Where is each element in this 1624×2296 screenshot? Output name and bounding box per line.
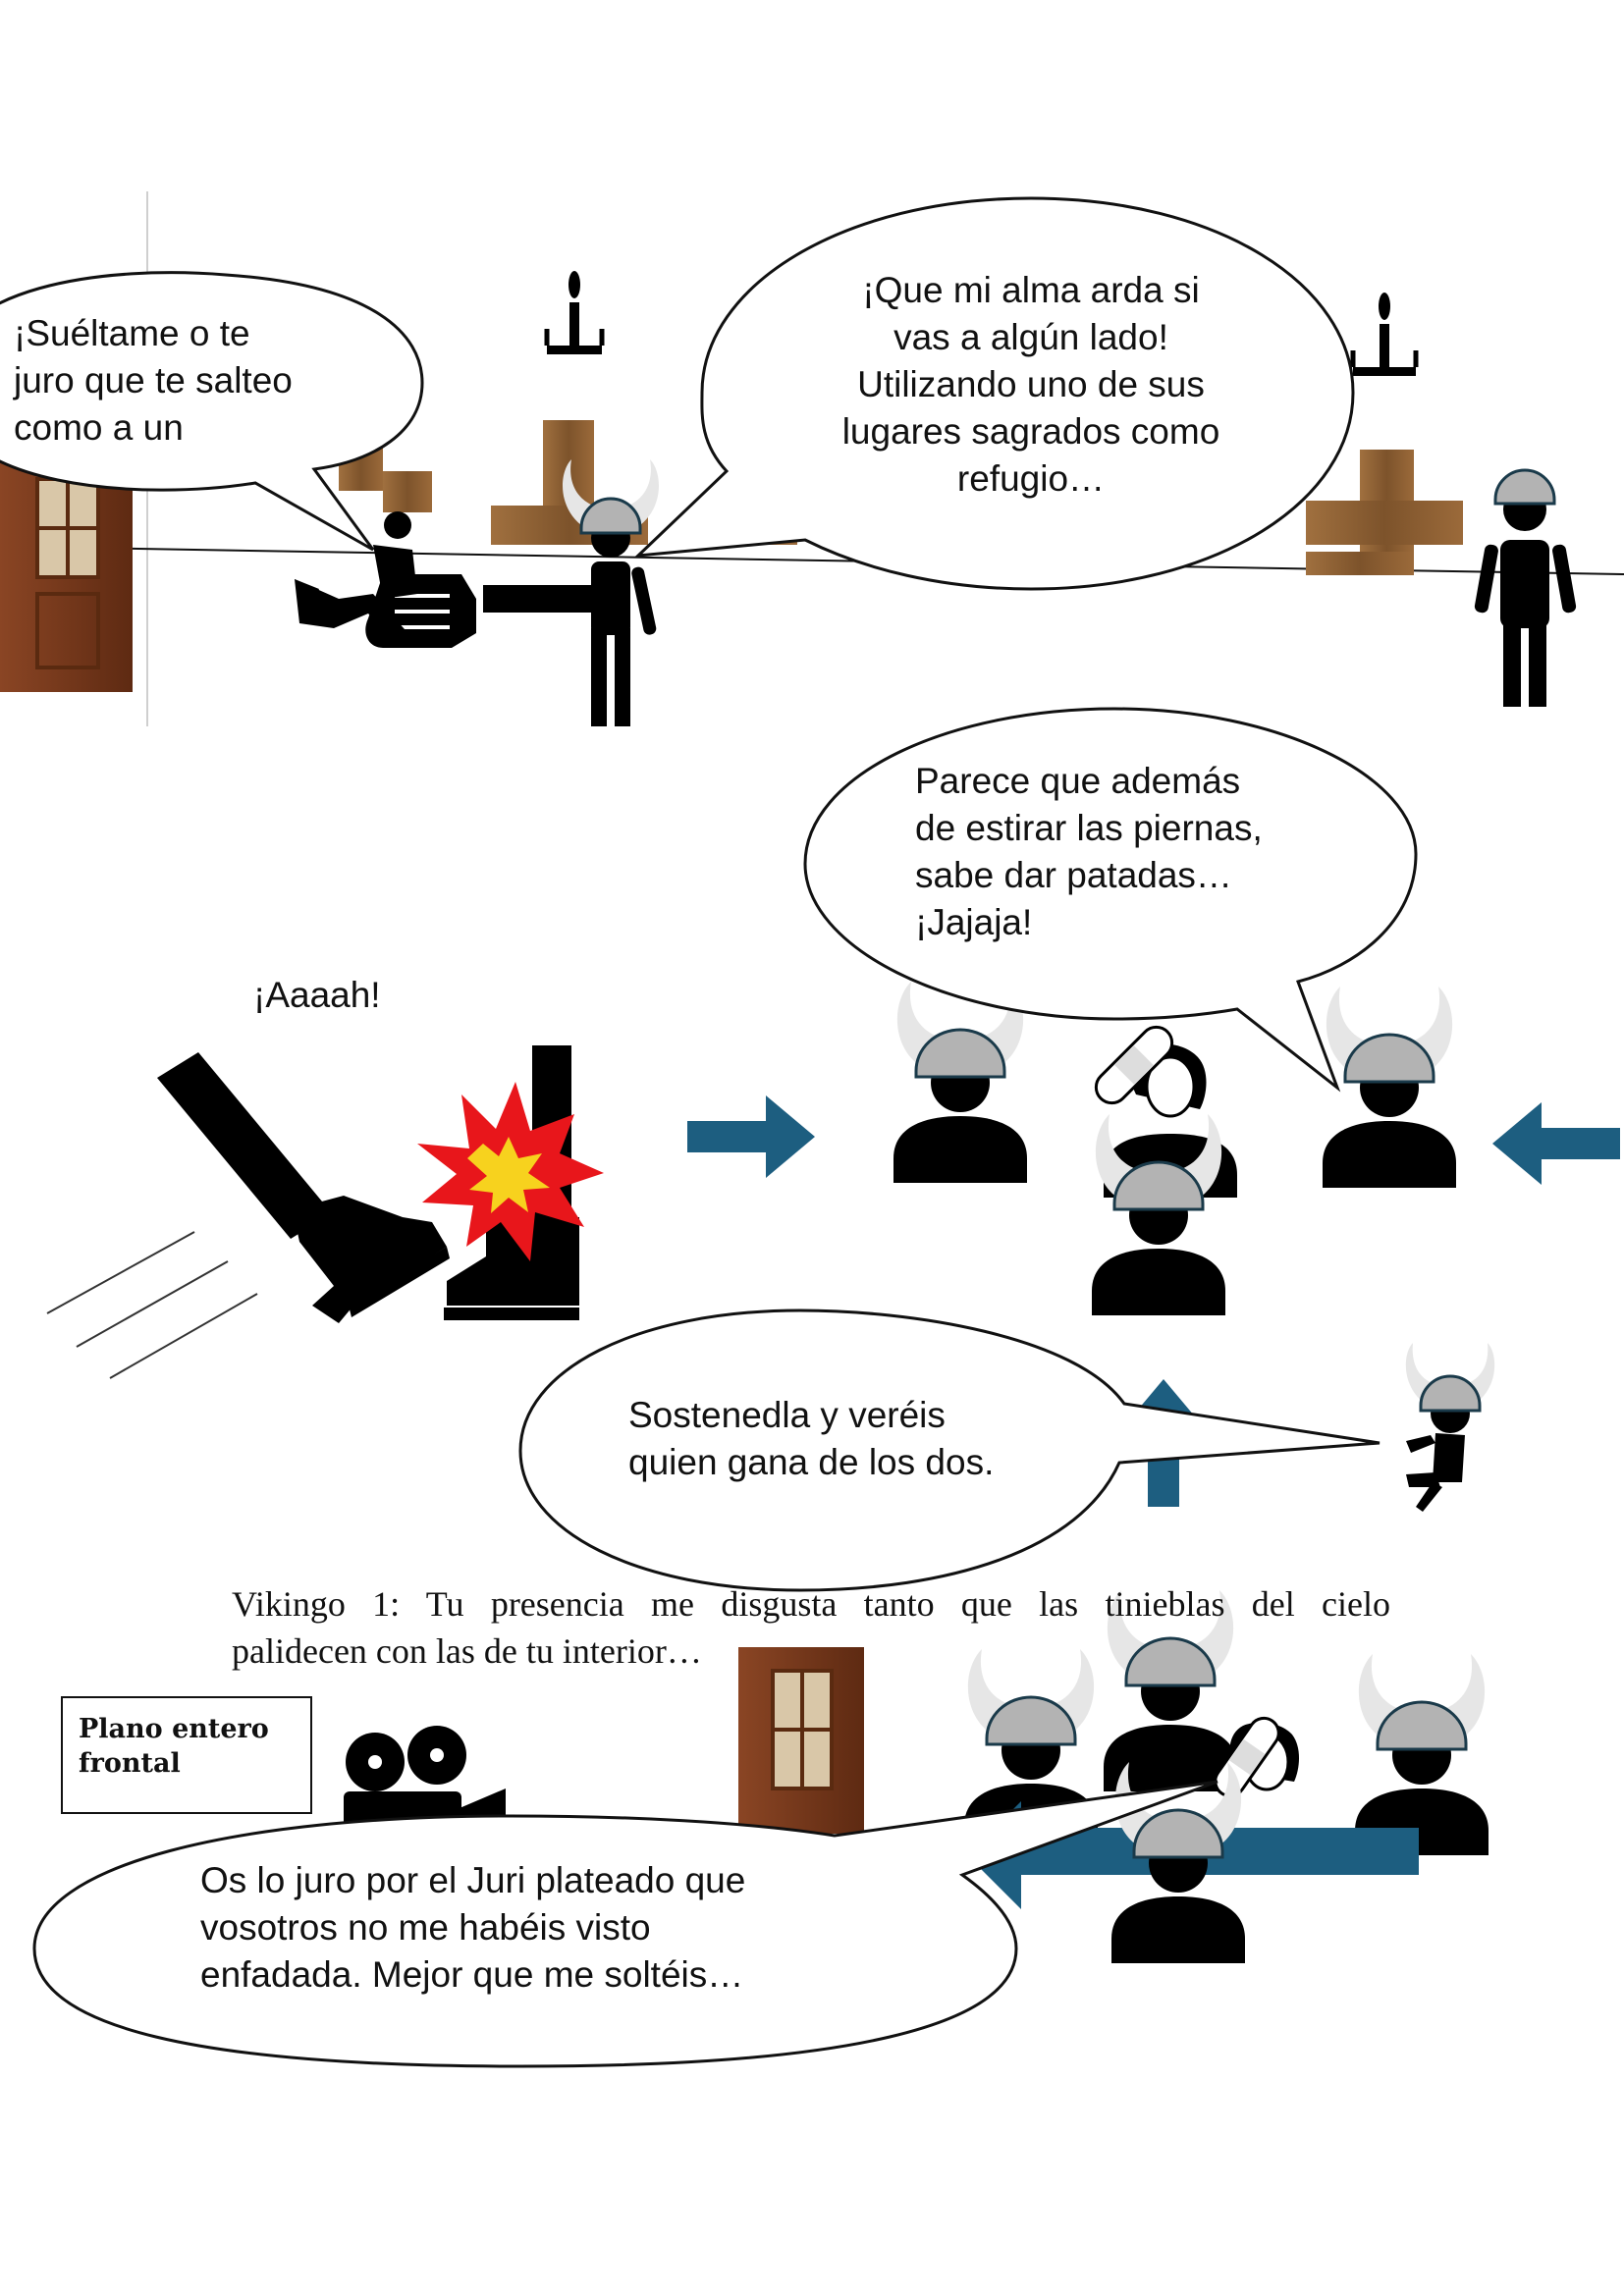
bubble-right-line: refugio… (956, 458, 1106, 499)
bubble-left-line: como a un (14, 407, 184, 448)
bubble-right-text: ¡Que mi alma arda si vas a algún lado! U… (785, 267, 1276, 503)
bubble-top-line: de estirar las piernas, (915, 808, 1263, 848)
candle-icon (1350, 293, 1419, 376)
bubble-top-line: ¡Jajaja! (915, 902, 1033, 942)
bubble-right-line: lugares sagrados como (841, 411, 1220, 452)
bubble-panel3-text: Os lo juro por el Juri plateado que voso… (200, 1857, 809, 1999)
cross-icon (1306, 450, 1463, 575)
viking-figure-icon (1474, 468, 1577, 707)
caption-line: Vikingo 1: Tu presencia me disgusta tant… (232, 1584, 1390, 1624)
narration-caption: Vikingo 1: Tu presencia me disgusta tant… (232, 1580, 1390, 1675)
bubble-right-line: vas a algún lado! (893, 317, 1168, 357)
speech-bubble-right (633, 196, 1355, 591)
bubble-left-line: juro que te salteo (14, 360, 293, 400)
bubble-panel3-line: vosotros no me habéis visto (200, 1907, 651, 1948)
arrow-icon (687, 1095, 815, 1178)
explosion-icon (417, 1082, 604, 1261)
bubble-left-line: ¡Suéltame o te (14, 313, 250, 353)
candle-icon (544, 271, 605, 354)
bubble-top-line: Parece que además (915, 761, 1241, 801)
arrow-icon (1492, 1102, 1620, 1185)
viking-figure-icon (1353, 1652, 1490, 1857)
speed-lines (46, 1231, 258, 1379)
bubble-panel3-line: Os lo juro por el Juri plateado que (200, 1860, 746, 1900)
bubble-bottom-text: Sostenedla y veréis quien gana de los do… (628, 1392, 1080, 1486)
kick-boot-icon (157, 1052, 450, 1323)
bandage-icon (1094, 1025, 1174, 1105)
bubble-panel3-line: enfadada. Mejor que me soltéis… (200, 1954, 744, 1995)
shot-label-box: Plano entero frontal (61, 1696, 312, 1814)
speech-bubble-bottom (518, 1308, 1380, 1592)
speech-bubble-top (803, 707, 1418, 1093)
bubble-top-text: Parece que además de estirar las piernas… (915, 758, 1327, 946)
bubble-bottom-line: quien gana de los dos. (628, 1442, 995, 1482)
door-icon (0, 461, 133, 692)
bubble-left-text: ¡Suéltame o te juro que te salteo como a… (14, 310, 367, 452)
viking-figure-icon (1405, 1343, 1495, 1512)
bubble-right-line: Utilizando uno de sus (857, 364, 1205, 404)
viking-figure-icon (892, 980, 1029, 1185)
bubble-top-line: sabe dar patadas… (915, 855, 1232, 895)
shot-label-line: frontal (79, 1748, 181, 1779)
captive-figure-icon (295, 511, 417, 648)
bubble-right-line: ¡Que mi alma arda si (862, 270, 1200, 310)
shot-label-line: Plano entero (79, 1714, 269, 1744)
speech-bubble-left (0, 271, 424, 552)
shout-text: ¡Aaaah! (253, 975, 381, 1015)
door-icon (738, 1647, 864, 1834)
viking-figure-icon (483, 459, 660, 726)
speech-bubble-panel3 (32, 1780, 1218, 2068)
bubble-bottom-line: Sostenedla y veréis (628, 1395, 946, 1435)
caption-line: palidecen con las de tu interior… (232, 1631, 702, 1671)
viking-figure-icon (1321, 985, 1458, 1190)
